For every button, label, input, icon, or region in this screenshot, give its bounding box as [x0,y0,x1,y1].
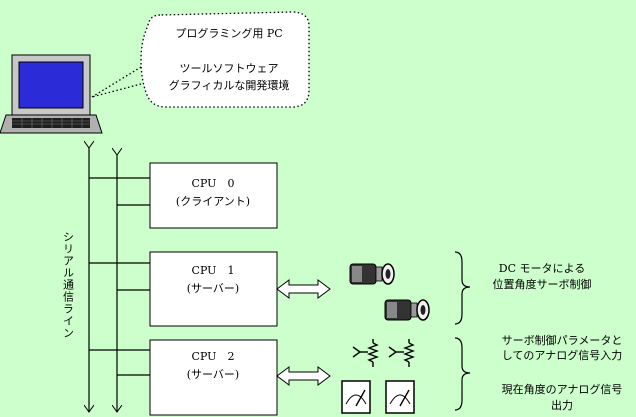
brace-io [454,337,471,411]
cpu-1-name: CPU 1 [192,264,235,277]
cpu-0-name: CPU 0 [192,177,235,190]
callout-line-3: グラフィカルな開発環境 [169,78,290,92]
cpu-0-role: (クライアント) [176,195,250,208]
cpu-0-box: CPU 0 (クライアント) [149,162,278,229]
serial-bus [89,148,150,412]
angle-output-desc-line-1: 現在角度のアナログ信号 [502,382,623,396]
angle-output-desc-line-2: 出力 [551,398,573,412]
brace-dc-motor [454,251,471,325]
variable-resistor-icon [388,339,415,367]
dc-motor-desc-line-2: 位置角度サーボ制御 [493,277,592,291]
analog-meter-icon [341,380,371,414]
dc-motor-desc-line-1: DC モータによる [499,262,585,275]
serial-line-label: シリアル通信ライン [62,231,75,339]
dc-motor-icon [384,299,430,321]
cpu-2-role: (サーバー) [187,368,239,381]
cpu-1-box: CPU 1 (サーバー) [149,251,278,327]
cpu-1-io-arrow [276,279,331,299]
variable-resistor-icon [352,339,379,367]
servo-param-desc-line-1: サーボ制御パラメータと [502,333,623,347]
pc-callout-bubble: プログラミング用 PC ツールソフトウェア グラフィカルな開発環境 [91,11,310,108]
callout-line-1: プログラミング用 PC [175,26,282,40]
analog-meter-icon [385,380,415,414]
cpu-2-io-arrow [276,366,331,386]
cpu-1-role: (サーバー) [187,282,239,295]
dc-motor-icon [349,263,395,285]
callout-line-2: ツールソフトウェア [180,62,279,75]
pc-laptop-icon [0,54,103,134]
servo-param-desc-line-2: してのアナログ信号入力 [502,348,622,362]
cpu-2-name: CPU 2 [192,350,235,363]
cpu-2-box: CPU 2 (サーバー) [149,339,278,416]
